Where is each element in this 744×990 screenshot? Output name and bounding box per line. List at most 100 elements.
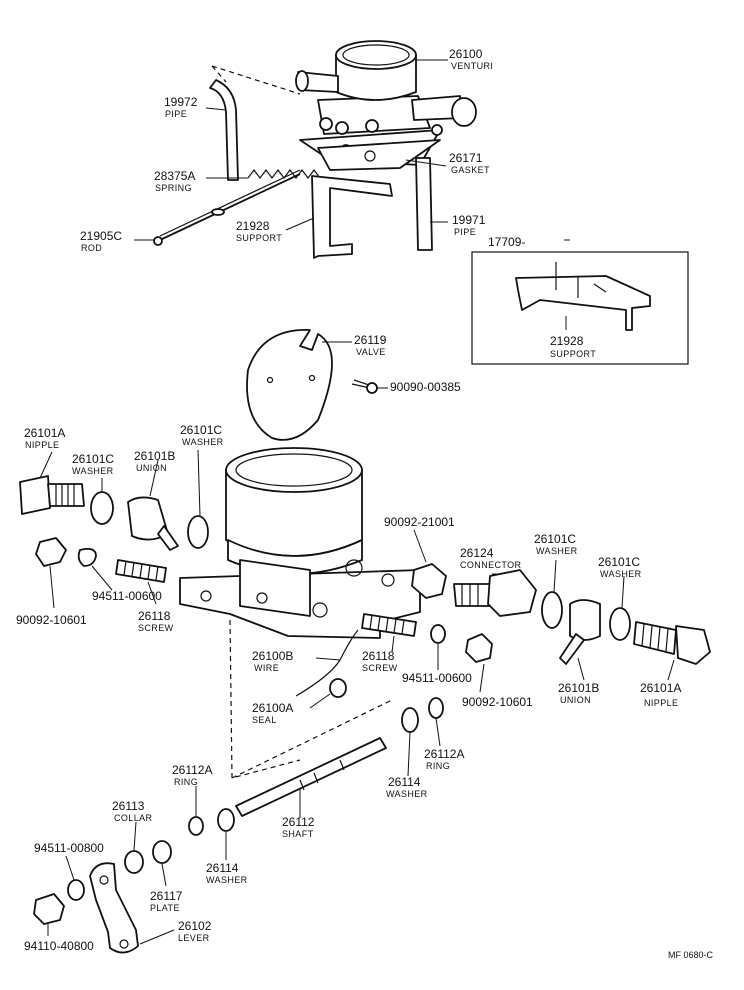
svg-text:26113: 26113 (112, 799, 145, 813)
part-label-94511-00800: 94511-00800 (34, 841, 104, 855)
part-label-26100a: 26100A SEAL (252, 701, 293, 725)
part-label-17709: 17709- (488, 235, 525, 249)
svg-text:26118: 26118 (138, 609, 171, 623)
washer-26114-right-drawing (401, 707, 419, 733)
part-label-26117: 26117 PLATE (150, 889, 183, 913)
part-label-26114-left: 26114 WASHER (206, 861, 247, 885)
svg-text:WASHER: WASHER (536, 546, 578, 556)
svg-text:UNION: UNION (136, 463, 167, 473)
svg-text:21928: 21928 (236, 219, 270, 233)
svg-text:RING: RING (426, 761, 450, 771)
washer-26114-left-drawing (217, 808, 235, 832)
svg-text:PIPE: PIPE (165, 109, 187, 119)
part-label-26112a-right: 26112A RING (424, 747, 464, 771)
connector-26124-drawing (453, 569, 537, 617)
part-label-21905c: 21905C ROD (80, 229, 122, 253)
svg-text:21928: 21928 (550, 334, 584, 348)
svg-text:94511-00800: 94511-00800 (34, 841, 104, 855)
svg-text:VALVE: VALVE (356, 347, 386, 357)
svg-text:26101C: 26101C (534, 532, 576, 546)
right-nut-90092-10601-drawing (465, 633, 493, 663)
wire-26100b-drawing (295, 629, 359, 697)
collar-26113-drawing (124, 850, 144, 874)
svg-text:VENTURI: VENTURI (451, 61, 493, 71)
svg-text:90090-00385: 90090-00385 (390, 380, 461, 394)
part-label-26124: 26124 CONNECTOR (460, 546, 522, 570)
part-label-26102: 26102 LEVER (178, 919, 212, 943)
svg-text:SEAL: SEAL (252, 715, 277, 725)
svg-text:SPRING: SPRING (155, 183, 192, 193)
svg-text:19972: 19972 (164, 95, 198, 109)
valve-26119-drawing (246, 329, 333, 441)
svg-text:26101C: 26101C (598, 555, 640, 569)
part-label-19971: 19971 PIPE (452, 213, 486, 237)
nut-94110-40800-drawing (33, 893, 65, 925)
left-nut-90092-10601-drawing (35, 537, 67, 567)
svg-text:26171: 26171 (449, 151, 483, 165)
svg-text:26112: 26112 (282, 815, 315, 829)
right-nut-90092-21001-drawing (411, 563, 447, 599)
svg-text:26100: 26100 (449, 47, 483, 61)
svg-text:PLATE: PLATE (150, 903, 180, 913)
lever-26102-drawing (89, 862, 139, 954)
svg-text:SCREW: SCREW (138, 623, 174, 633)
part-label-94511-00600-right: 94511-00600 (402, 671, 472, 685)
svg-text:26112A: 26112A (424, 747, 464, 761)
ring-26112a-right-drawing (428, 697, 444, 719)
part-label-90092-10601-left: 90092-10601 (16, 613, 87, 627)
part-label-21928-inset: 21928 SUPPORT (550, 334, 596, 359)
part-label-26112a-left: 26112A RING (172, 763, 212, 787)
svg-text:SUPPORT: SUPPORT (550, 349, 596, 359)
svg-text:WASHER: WASHER (72, 466, 114, 476)
part-label-26171: 26171 GASKET (449, 151, 490, 175)
part-label-94511-00600-left: 94511-00600 (92, 589, 162, 603)
right-screw-26118-drawing (361, 613, 417, 637)
svg-text:26114: 26114 (206, 861, 239, 875)
part-label-90090-00385: 90090-00385 (390, 380, 461, 394)
part-label-26114-right: 26114 WASHER (386, 775, 428, 799)
svg-text:UNION: UNION (560, 695, 591, 705)
svg-text:21905C: 21905C (80, 229, 122, 243)
svg-text:26124: 26124 (460, 546, 494, 560)
assembly-dashed-lines (229, 619, 393, 779)
part-label-19972: 19972 PIPE (164, 95, 198, 119)
plate-26117-drawing (152, 840, 172, 864)
svg-text:26100A: 26100A (252, 701, 293, 715)
left-washer-26101c-2-drawing (187, 515, 209, 549)
part-label-26101a-left: 26101A NIPPLE (24, 426, 65, 450)
part-label-26101c-right-2: 26101C WASHER (598, 555, 641, 579)
seal-26100a-drawing (329, 678, 347, 698)
gasket-26171-drawing (317, 139, 441, 171)
left-nipple-26101a-drawing (19, 475, 85, 515)
svg-text:90092-10601: 90092-10601 (462, 695, 533, 709)
svg-text:COLLAR: COLLAR (114, 813, 153, 823)
svg-text:RING: RING (174, 777, 198, 787)
svg-text:26101B: 26101B (134, 449, 175, 463)
screw-90090-drawing (351, 379, 378, 394)
svg-text:26101C: 26101C (180, 423, 222, 437)
carburetor-body-drawing (179, 447, 421, 639)
right-nipple-26101a-drawing (633, 621, 711, 665)
svg-text:26100B: 26100B (252, 649, 293, 663)
svg-text:94110-40800: 94110-40800 (24, 939, 94, 953)
part-label-26101b-right: 26101B UNION (558, 681, 599, 705)
svg-text:26114: 26114 (388, 775, 421, 789)
svg-text:26118: 26118 (362, 649, 395, 663)
svg-text:WASHER: WASHER (386, 789, 428, 799)
svg-text:26101A: 26101A (24, 426, 65, 440)
right-washer-26101c-2-drawing (609, 607, 631, 641)
pipe-19972-drawing (209, 65, 301, 181)
part-label-21928-main: 21928 SUPPORT (236, 219, 282, 243)
ring-26112a-left-drawing (188, 816, 204, 836)
svg-text:SHAFT: SHAFT (282, 829, 314, 839)
part-label-26100: 26100 VENTURI (449, 47, 493, 71)
part-label-26100b: 26100B WIRE (252, 649, 293, 673)
part-label-26101c-left-1: 26101C WASHER (72, 452, 114, 476)
rod-21905c-drawing (153, 169, 301, 246)
svg-text:CONNECTOR: CONNECTOR (460, 560, 522, 570)
svg-text:26117: 26117 (150, 889, 183, 903)
right-union-26101b-drawing (559, 599, 601, 665)
support-21928-drawing (311, 175, 393, 259)
part-label-26101a-right: 26101A NIPPLE (640, 681, 681, 708)
leader-lines (39, 59, 675, 945)
